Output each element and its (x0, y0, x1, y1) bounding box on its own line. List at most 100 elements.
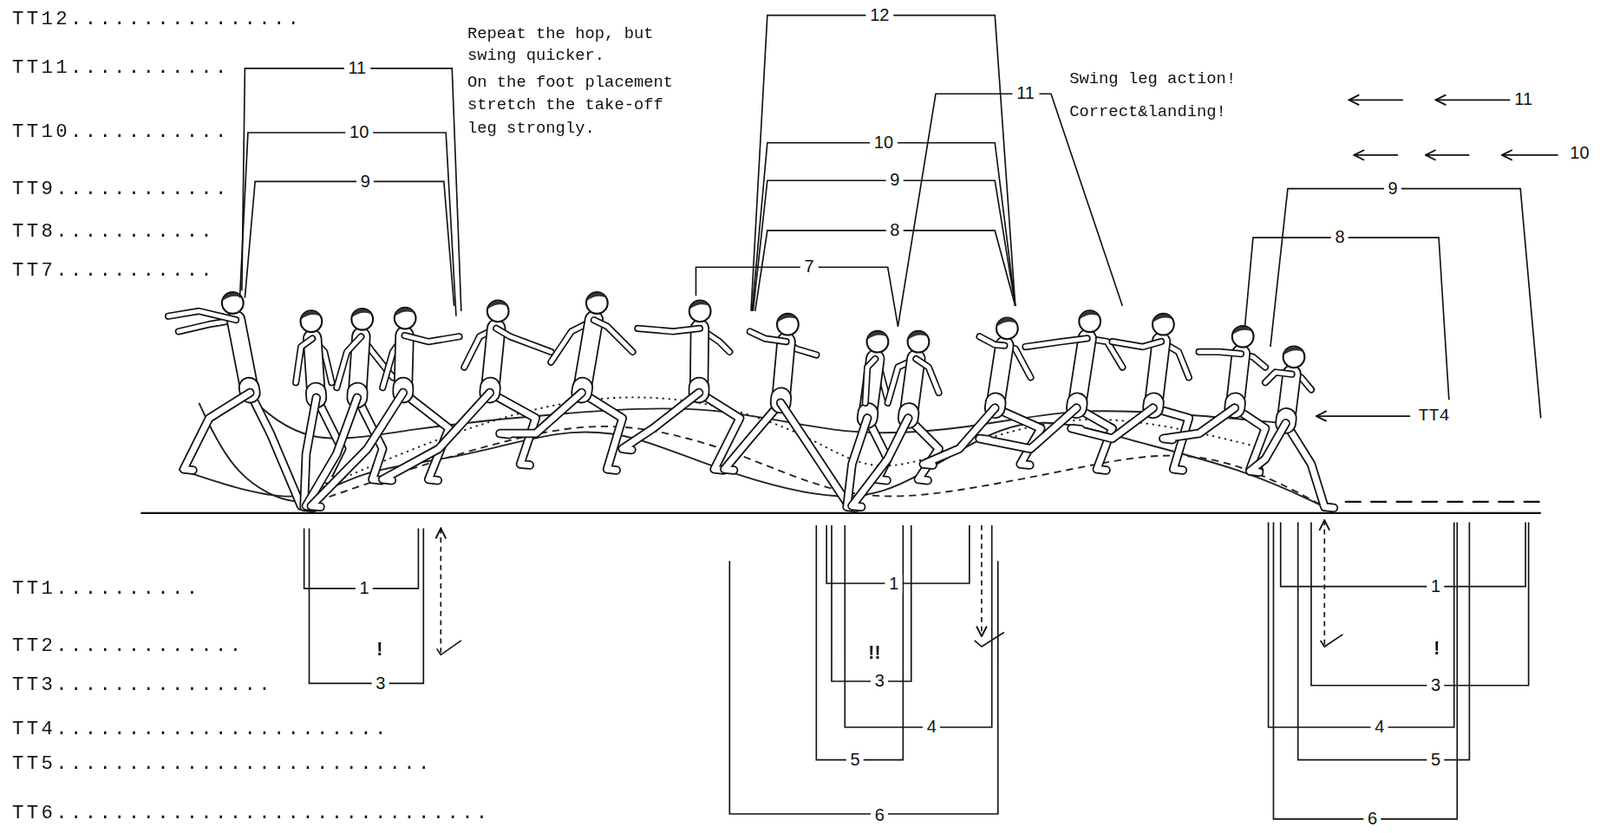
callout-number: 3 (870, 672, 889, 693)
hair (997, 318, 1017, 327)
hair (1232, 326, 1252, 335)
phase-label: TT3............... (12, 674, 274, 698)
hair (1283, 346, 1303, 355)
phase-bracket (1298, 522, 1470, 760)
hair (222, 293, 242, 301)
limb-fill (852, 417, 909, 507)
phase-bracket (1311, 522, 1529, 686)
hair (352, 309, 372, 318)
limb-fill (1249, 423, 1286, 472)
direction-arrow (1502, 154, 1559, 157)
callout-number: 1 (1426, 576, 1445, 597)
phase-bracket (695, 267, 898, 327)
head (996, 318, 1019, 340)
emphasis-mark: ! (376, 639, 383, 660)
callout-number: 10 (1566, 143, 1594, 164)
hair (587, 293, 607, 301)
limb-fill (581, 392, 623, 471)
callout-number: 3 (372, 673, 391, 694)
limb-outline (496, 328, 551, 353)
limb-outline (915, 359, 939, 393)
callout-number: 9 (1384, 178, 1403, 199)
phase-bracket (241, 68, 462, 312)
direction-arrow (1436, 98, 1511, 101)
limb-outline (500, 392, 582, 435)
callout-number: 5 (1426, 750, 1445, 771)
callout-number: 12 (865, 5, 894, 26)
limb-outline (1249, 423, 1286, 472)
phase-label: TT5.......................... (12, 754, 433, 778)
limb-outline (295, 339, 313, 384)
phase-bracket (1273, 522, 1457, 819)
limb-outline (1265, 372, 1293, 383)
runner-figure (1162, 326, 1266, 471)
head (300, 310, 323, 333)
phase-bracket (244, 181, 454, 307)
emphasis-mark: ! (1433, 638, 1440, 660)
phase-bracket (309, 528, 425, 685)
limb-outline (336, 336, 361, 388)
head (487, 300, 510, 323)
head (1078, 310, 1101, 333)
runner-figure (724, 313, 858, 508)
limb-outline (581, 392, 623, 471)
runner-figure (168, 292, 311, 508)
direction-arrow (1349, 98, 1404, 101)
limb-fill (1071, 408, 1153, 439)
head (1152, 313, 1175, 336)
limb-outline (979, 408, 1078, 450)
callout-number: 11 (1510, 90, 1537, 111)
coaching-note: Repeat the hop, but swing quicker. (467, 22, 687, 69)
phase-label: TT12................ (12, 9, 302, 33)
phase-label: TT11........... (12, 57, 230, 80)
head (1283, 346, 1306, 368)
limb-fill (311, 392, 404, 508)
phase-bracket (844, 525, 992, 728)
head (394, 307, 417, 330)
callout-number: 5 (846, 750, 865, 771)
runner-figure (852, 331, 940, 508)
limb-outline (622, 392, 699, 451)
callout-number: 8 (886, 220, 905, 241)
limb-outline (1162, 408, 1235, 440)
callout-number: 9 (886, 170, 905, 191)
callout-number: 6 (1363, 809, 1382, 830)
head (689, 300, 712, 323)
limb-fill (295, 339, 313, 384)
phase-brackets (240, 15, 1542, 820)
head (777, 313, 799, 336)
limb-outline (168, 311, 236, 320)
limb-fill (336, 336, 361, 388)
limb-outline (637, 328, 700, 333)
limb-fill (915, 359, 939, 393)
limb-fill (168, 311, 236, 320)
coaching-note: Swing leg action! Correct&landing! (1069, 63, 1251, 129)
limb-outline (1071, 408, 1153, 439)
hair (689, 300, 709, 309)
direction-arrow (980, 525, 983, 637)
limb-fill (500, 392, 582, 435)
runner-figures (168, 292, 1334, 509)
callout-number: 9 (356, 171, 375, 192)
phase-bracket (751, 143, 1016, 312)
limb-fill (622, 392, 699, 451)
trajectory-curves (178, 392, 1325, 508)
hair (1153, 314, 1173, 323)
head (867, 331, 889, 353)
callout-number: 4 (922, 717, 941, 738)
phase-bracket (729, 561, 998, 815)
runner-figure (979, 310, 1124, 471)
phase-bracket (755, 230, 1016, 312)
phase-bracket (240, 132, 457, 317)
arrows (440, 99, 1558, 654)
direction-arrow (1323, 520, 1326, 646)
hair (300, 311, 320, 320)
phase-label: TT2............. (12, 635, 244, 659)
limb-fill (594, 320, 634, 353)
limb-outline (1025, 338, 1088, 347)
callout-number: 10 (345, 122, 373, 143)
phase-bracket (752, 180, 1015, 312)
callout-number: 1 (355, 578, 374, 599)
